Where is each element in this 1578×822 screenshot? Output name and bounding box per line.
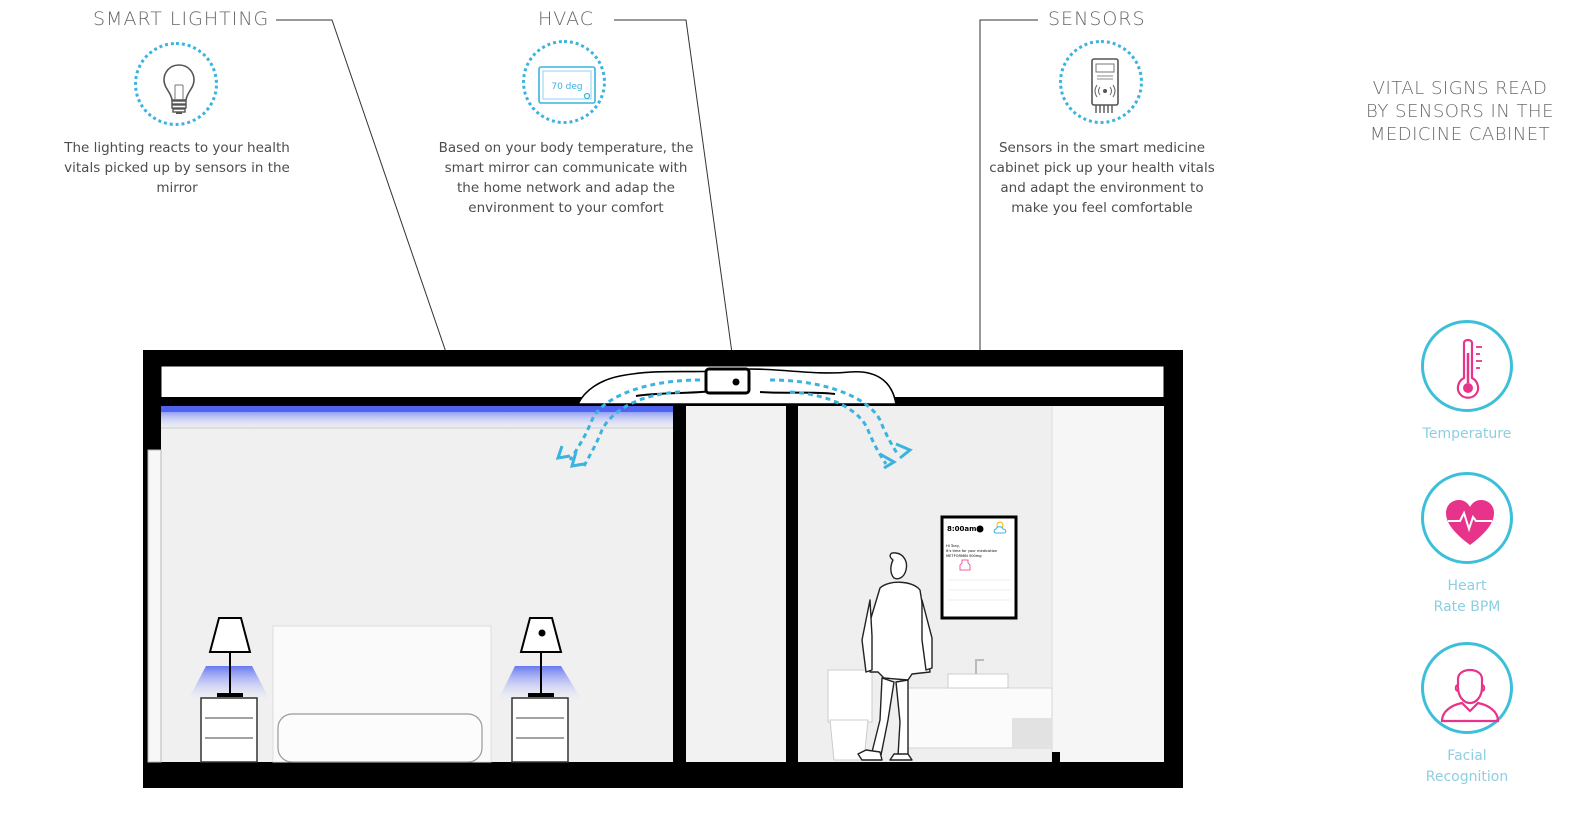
partly-cloudy-icon (993, 521, 1007, 534)
toilet (827, 669, 873, 723)
left-wall-top (143, 350, 161, 450)
description-line: environment to your comfort (468, 200, 664, 216)
vital-label-facial-recognition: Facial Recognition (1397, 746, 1537, 788)
heart-pulse-icon (1421, 472, 1513, 564)
smart-lighting-description: The lighting reacts to your health vital… (46, 138, 308, 198)
vitals-title-line: BY SENSORS IN THE (1366, 101, 1554, 122)
vital-label-line: Rate BPM (1433, 599, 1501, 615)
sink (947, 673, 1009, 689)
vital-label-line: Recognition (1425, 769, 1509, 785)
vitals-title-line: MEDICINE CABINET (1369, 124, 1551, 145)
description-line: the home network and adap the (457, 180, 675, 196)
vital-label-temperature: Temperature (1397, 424, 1537, 445)
person-figure (857, 552, 933, 761)
hvac-heading: HVAC (538, 8, 594, 30)
mirror-medication: METFORMIN 500mg (946, 554, 982, 558)
description-line: smart mirror can communicate with (444, 160, 688, 176)
bed (277, 713, 483, 763)
vital-label-heart-rate: Heart Rate BPM (1397, 576, 1537, 618)
lamp-left (208, 617, 252, 653)
vitals-title-line: VITAL SIGNS READ (1372, 78, 1548, 99)
thermostat-icon: 70 deg (522, 40, 606, 124)
face-person-icon (1421, 642, 1513, 734)
hvac-unit (704, 367, 751, 395)
smart-mirror (940, 515, 1018, 620)
lightbulb-icon (134, 42, 218, 126)
sensors-description: Sensors in the smart medicine cabinet pi… (972, 138, 1232, 218)
mirror-greeting: Hi Tony, (946, 544, 960, 548)
vital-label-line: Facial (1447, 748, 1487, 764)
description-line: vitals picked up by sensors in the (64, 160, 290, 176)
hallway (686, 406, 786, 762)
nightstand-right (511, 697, 569, 763)
nightstand-left (200, 697, 258, 763)
description-line: make you feel comfortable (1011, 200, 1193, 216)
pill-bottle-icon (959, 559, 971, 571)
vital-label-line: Heart (1447, 578, 1487, 594)
vital-label-line: Temperature (1422, 426, 1512, 442)
sensors-heading: SENSORS (1048, 8, 1146, 30)
partition-wall-left (673, 406, 686, 762)
description-line: mirror (156, 180, 198, 196)
description-line: cabinet pick up your health vitals (989, 160, 1215, 176)
hvac-callout-line (614, 19, 737, 383)
description-line: Based on your body temperature, the (438, 140, 694, 156)
thermometer-icon (1421, 320, 1513, 412)
roof-slab (143, 350, 1183, 366)
smart-lighting-heading: SMART LIGHTING (93, 8, 270, 30)
hvac-description: Based on your body temperature, the smar… (424, 138, 708, 218)
partition-wall-right (786, 406, 798, 762)
left-wall (143, 450, 148, 762)
thermostat-display-text: 70 deg (551, 82, 582, 92)
mirror-time: 8:00am (947, 525, 976, 533)
sensor-device-icon (1059, 40, 1143, 124)
floor-slab (143, 762, 1183, 788)
right-wall (1164, 350, 1183, 788)
mirror-message: It's time for your medication (946, 549, 997, 553)
description-line: Sensors in the smart medicine (998, 140, 1206, 156)
vitals-title: VITAL SIGNS READ BY SENSORS IN THE MEDIC… (1355, 77, 1565, 146)
description-line: The lighting reacts to your health (64, 140, 290, 156)
description-line: and adapt the environment to (1000, 180, 1204, 196)
